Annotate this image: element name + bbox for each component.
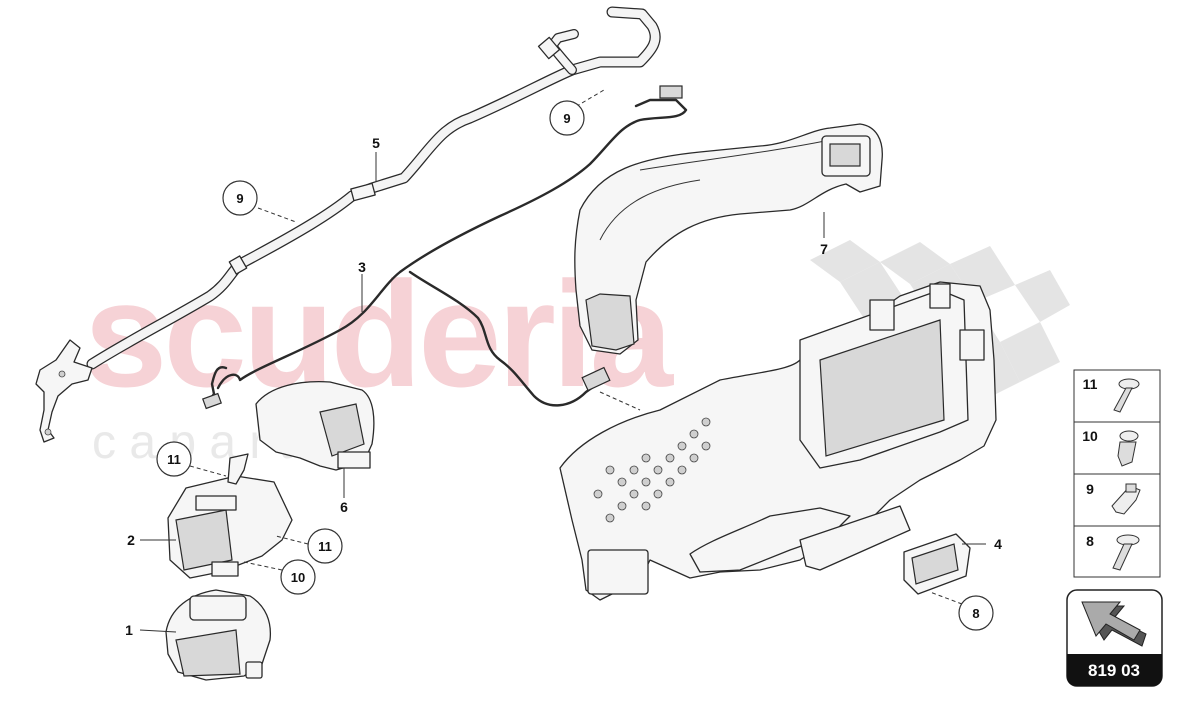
part-2-actuator-assembly (167, 453, 293, 579)
circle-ref-10: 10 (291, 570, 305, 585)
circle-ref-9-top: 9 (563, 111, 570, 126)
diagram-reference-box: 819 03 (1066, 589, 1163, 687)
leader-lines (139, 89, 986, 633)
legend-number-9: 9 (1086, 481, 1094, 497)
part-1-blower-motor (165, 589, 272, 681)
callout-3: 3 (358, 259, 366, 275)
screw-flange-icon (1113, 378, 1140, 413)
part-7-air-duct (574, 123, 883, 355)
direction-arrow-icon (1081, 601, 1147, 647)
spring-clip-icon (1111, 483, 1141, 515)
callout-6: 6 (340, 499, 348, 515)
bolt-icon (1112, 534, 1140, 571)
callout-5: 5 (372, 135, 380, 151)
dashboard-carrier (559, 281, 997, 601)
callout-4: 4 (994, 536, 1002, 552)
circled-references: 9 9 11 11 10 8 (156, 100, 994, 631)
diagram-reference-code: 819 03 (1088, 661, 1140, 680)
legend-number-8: 8 (1086, 533, 1094, 549)
circle-ref-11-bottom: 11 (318, 539, 332, 554)
legend-row-8: 8 (1086, 533, 1140, 571)
circle-ref-8: 8 (972, 606, 979, 621)
legend-number-11: 11 (1083, 376, 1098, 392)
callout-1: 1 (125, 622, 133, 638)
expansion-rivet-icon (1117, 430, 1139, 467)
callout-7: 7 (820, 241, 828, 257)
circle-ref-9-left: 9 (236, 191, 243, 206)
legend-number-10: 10 (1082, 428, 1098, 444)
fastener-legend: 11 10 9 8 (1073, 369, 1161, 578)
callout-2: 2 (127, 532, 135, 548)
callout-labels: 5 3 7 6 2 1 4 (125, 135, 1002, 638)
legend-row-11: 11 (1083, 376, 1140, 413)
legend-row-9: 9 (1086, 481, 1141, 515)
part-5-pipe (35, 6, 661, 443)
part-3-wiring-harness (202, 85, 688, 410)
circle-ref-11-top: 11 (167, 452, 181, 467)
part-4-control-module (903, 533, 971, 595)
legend-row-10: 10 (1082, 428, 1139, 467)
carrier-holes (593, 417, 711, 523)
part-6-small-duct (255, 380, 375, 471)
